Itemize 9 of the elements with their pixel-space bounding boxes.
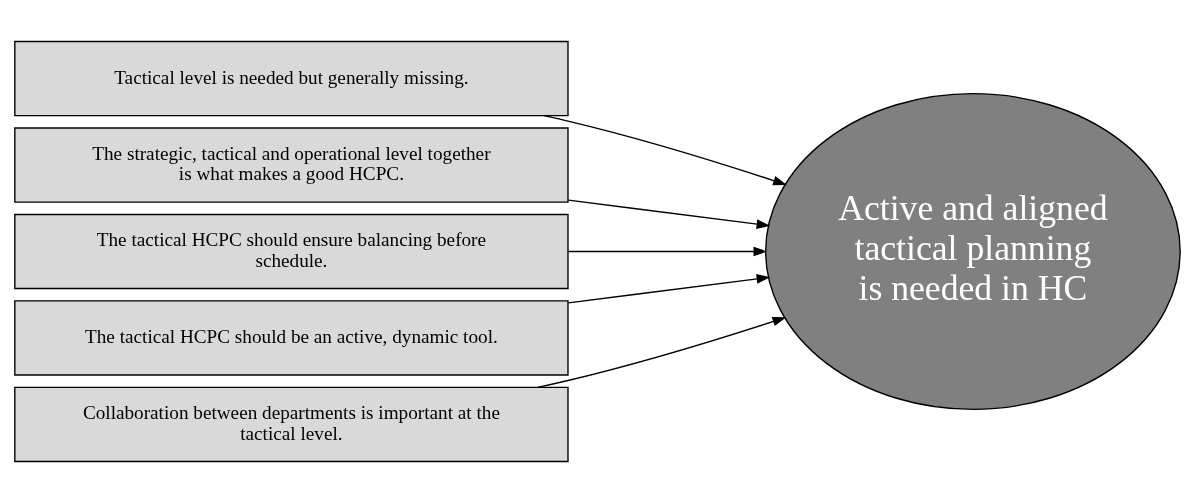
node-box: The strategic, tactical and operational level together is what makes a good HCPC. — [14, 126, 569, 203]
arrow — [567, 198, 771, 229]
node-ellipse: Active and aligned tactical planning is needed in HC — [764, 92, 1181, 410]
node-box: The tactical HCPC should be an active, dynamic tool. — [14, 299, 569, 376]
node-box: Collaboration between departments is important at the tactical level. — [14, 386, 569, 462]
arrow — [567, 273, 771, 304]
node-box: Tactical level is needed but generally missing. — [14, 40, 569, 116]
arrow — [567, 246, 768, 256]
node-box: The tactical HCPC should ensure balancing before schedule. — [14, 213, 569, 289]
